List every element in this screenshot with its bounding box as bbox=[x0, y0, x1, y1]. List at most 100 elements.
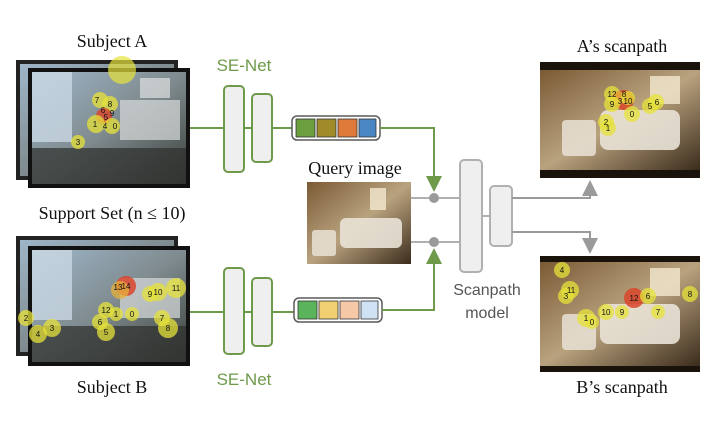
fixation-dot bbox=[109, 307, 123, 321]
fixation-label: 8 bbox=[688, 290, 693, 299]
fixation-label: 9 bbox=[148, 290, 153, 299]
fixation-dot bbox=[29, 325, 47, 343]
scanpath-model bbox=[459, 159, 513, 273]
fixation-dot bbox=[651, 305, 665, 319]
fixation-label: 5 bbox=[104, 113, 109, 122]
a-scanpath-label: A’s scanpath bbox=[577, 36, 667, 56]
fixation-label: 0 bbox=[113, 122, 118, 131]
merge-node-bottom bbox=[429, 237, 439, 247]
fixation-label: 12 bbox=[102, 306, 111, 315]
fixation-label: 6 bbox=[655, 98, 660, 107]
arrow-to-a-scanpath bbox=[512, 180, 598, 199]
fixation-label: 2 bbox=[604, 118, 609, 127]
senet-top-layer-1 bbox=[223, 85, 245, 173]
b-scanpath-fixations: 4 11 3 1 0 10 12 6 8 7 9 bbox=[554, 262, 698, 329]
embedding-bottom-cell bbox=[297, 300, 318, 320]
fixation-label: 7 bbox=[95, 96, 100, 105]
query-image-label: Query image bbox=[308, 158, 401, 178]
fixation-label: 10 bbox=[154, 288, 163, 297]
senet-bottom-label: SE-Net bbox=[217, 370, 272, 389]
fixation-label: 1 bbox=[606, 124, 611, 133]
fixation-label: 1 bbox=[584, 314, 589, 323]
fixation-label: 11 bbox=[172, 284, 181, 293]
a-scanpath-fixations: 12 8 3 9 10 5 6 0 2 1 bbox=[598, 86, 664, 136]
embedding-top-cell bbox=[358, 118, 377, 138]
fixation-label: 12 bbox=[630, 294, 639, 303]
senet-top-label: SE-Net bbox=[217, 56, 272, 75]
fixation-label: 3 bbox=[76, 138, 81, 147]
fixation-label: 6 bbox=[98, 318, 103, 327]
fixation-dot bbox=[604, 96, 620, 112]
embedding-top-cell bbox=[295, 118, 316, 138]
fixation-dot bbox=[158, 318, 178, 338]
fixation-label: 0 bbox=[130, 310, 135, 319]
fixation-label: 4 bbox=[560, 266, 565, 275]
fixation-label: 1 bbox=[114, 310, 119, 319]
fixation-dot bbox=[624, 288, 644, 308]
fixation-dot bbox=[624, 106, 640, 122]
fixation-dot bbox=[43, 319, 61, 337]
embedding-top-cell bbox=[316, 118, 337, 138]
fixation-dot bbox=[102, 96, 118, 112]
fixation-label: 8 bbox=[108, 100, 113, 109]
query-image bbox=[307, 182, 411, 264]
fixation-label: 9 bbox=[610, 100, 615, 109]
fixation-label: 8 bbox=[166, 324, 171, 333]
fixation-label: 10 bbox=[602, 308, 611, 317]
fixation-label: 5 bbox=[648, 102, 653, 111]
fixation-label: 3 bbox=[50, 324, 55, 333]
fixation-label: 4 bbox=[36, 330, 41, 339]
fixation-label: 6 bbox=[646, 292, 651, 301]
fixation-label: 9 bbox=[110, 109, 115, 118]
fixation-dot bbox=[621, 91, 635, 105]
fixation-label: 3 bbox=[564, 292, 569, 301]
fixation-label: 7 bbox=[656, 308, 661, 317]
embedding-top bbox=[291, 115, 381, 141]
fixation-label: 4 bbox=[103, 122, 108, 131]
fixation-dot bbox=[648, 94, 664, 110]
scanpath-model-layer-2 bbox=[489, 185, 513, 247]
fixation-label: 6 bbox=[101, 106, 106, 115]
senet-top bbox=[223, 85, 292, 173]
fixation-label: 12 bbox=[608, 90, 617, 99]
fixation-dot bbox=[87, 115, 105, 133]
fixation-label: 10 bbox=[624, 97, 633, 106]
fixation-dot bbox=[585, 315, 599, 329]
fixation-label: 13 bbox=[114, 283, 123, 292]
fixation-label: 14 bbox=[122, 282, 131, 291]
arrow-embedding-bottom-to-merge bbox=[382, 248, 442, 311]
subject-b-image-stack: 14 13 10 11 9 12 7 8 6 5 1 0 4 3 2 bbox=[16, 236, 190, 366]
fixation-dot bbox=[108, 56, 136, 84]
fixation-label: 0 bbox=[590, 318, 595, 327]
subject-a-label: Subject A bbox=[77, 31, 148, 51]
fixation-dot bbox=[600, 120, 616, 136]
embedding-bottom bbox=[293, 297, 383, 323]
embedding-bottom-cell bbox=[360, 300, 379, 320]
fixation-dot bbox=[166, 278, 186, 298]
fixation-label: 8 bbox=[622, 90, 627, 99]
fixation-dot bbox=[554, 262, 570, 278]
fixation-dot bbox=[71, 135, 85, 149]
embedding-bottom-cell bbox=[318, 300, 339, 320]
fixation-label: 7 bbox=[160, 314, 165, 323]
scanpath-model-label-line1: Scanpath bbox=[453, 282, 521, 299]
merge-node-top bbox=[429, 193, 439, 203]
senet-bottom-layer-2 bbox=[251, 277, 273, 347]
scanpath-model-layer-1 bbox=[459, 159, 483, 273]
b-scanpath-label: B’s scanpath bbox=[576, 377, 668, 397]
fixation-label: 0 bbox=[630, 110, 635, 119]
senet-bottom-layer-1 bbox=[223, 267, 245, 355]
subject-a-fixations: 7 8 6 5 9 1 4 0 3 bbox=[71, 56, 136, 149]
scanpath-model-label-line2: model bbox=[465, 305, 509, 322]
arrow-to-b-scanpath bbox=[512, 231, 598, 254]
fixation-dot bbox=[682, 286, 698, 302]
a-scanpath-image: 12 8 3 9 10 5 6 0 2 1 bbox=[540, 62, 700, 178]
fixation-label: 3 bbox=[618, 97, 623, 106]
embedding-bottom-cell bbox=[339, 300, 360, 320]
fixation-dot bbox=[18, 310, 34, 326]
fixation-dot bbox=[104, 118, 120, 134]
fixation-dot bbox=[615, 305, 629, 319]
fixation-dot bbox=[598, 304, 614, 320]
subject-b-label: Subject B bbox=[77, 377, 148, 397]
